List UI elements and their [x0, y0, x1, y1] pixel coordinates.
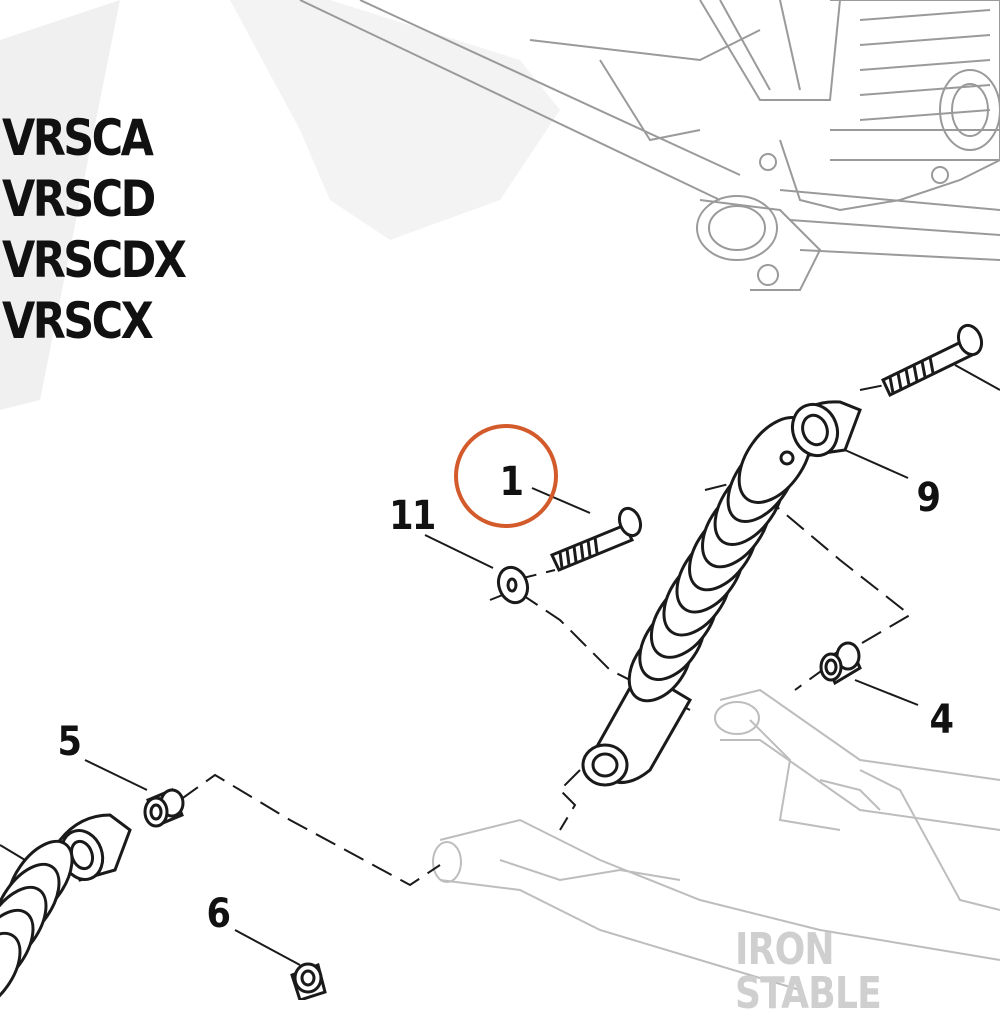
callout-part-6: 6	[206, 891, 231, 937]
bushing-part-5	[143, 788, 185, 828]
callout-part-5: 5	[57, 719, 82, 765]
bolt-part-1	[549, 506, 643, 572]
bushing-part-4	[819, 641, 862, 686]
model-label: VRSCA	[2, 109, 154, 167]
washer-part-11	[496, 565, 530, 605]
model-label: VRSCDX	[2, 231, 187, 289]
model-label: VRSCD	[2, 170, 156, 228]
callout-part-1: 1	[499, 459, 524, 505]
model-label: VRSCX	[2, 292, 154, 350]
callout-part-4: 4	[929, 697, 954, 743]
second-shock-absorber	[0, 813, 132, 1000]
callout-part-11: 11	[389, 493, 436, 539]
watermark-text: IRON STABLE	[735, 924, 882, 1019]
model-list: VRSCA VRSCD VRSCDX VRSCX	[2, 108, 214, 352]
callout-part-9: 9	[916, 475, 941, 521]
bolt-part-9	[881, 323, 984, 398]
nut-part-6	[290, 962, 327, 1000]
